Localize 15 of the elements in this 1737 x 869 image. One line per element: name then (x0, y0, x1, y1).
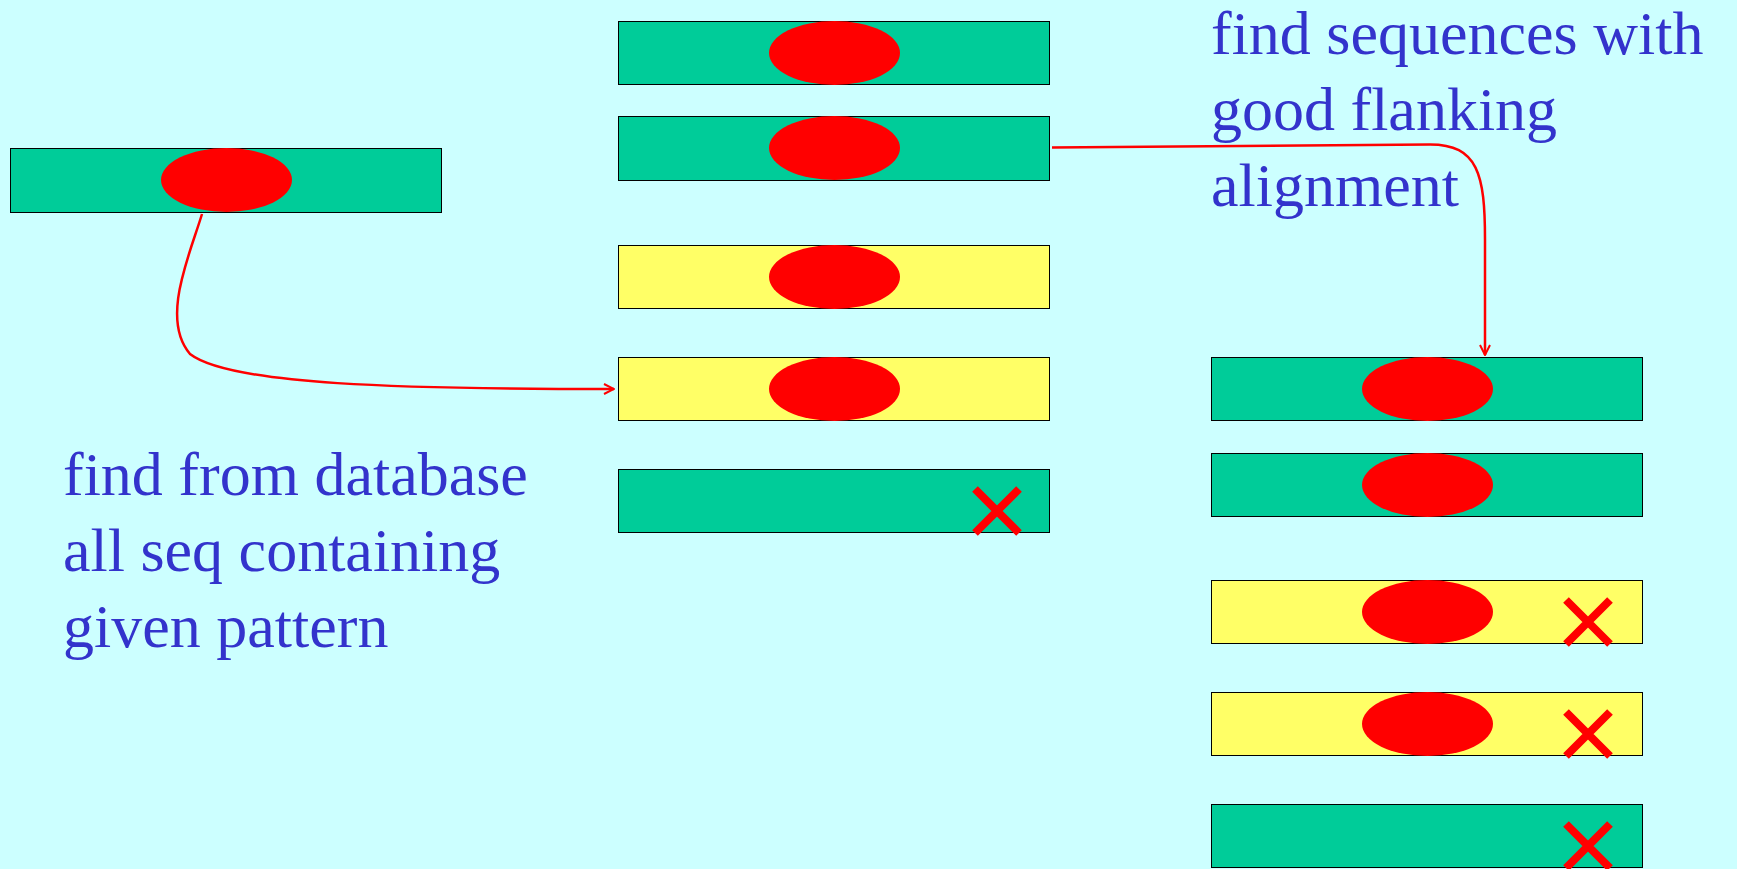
arrow (175, 213, 615, 395)
sequence-bar (10, 148, 442, 213)
sequence-bar (1211, 357, 1643, 421)
note-text: find from database all seq containing given pattern (63, 439, 529, 662)
sequence-bar (618, 469, 1050, 533)
sequence-bar (618, 357, 1050, 421)
sequence-bar (618, 245, 1050, 309)
arrow (1052, 143, 1491, 356)
sequence-bar (618, 21, 1050, 85)
sequence-bar (1211, 580, 1643, 644)
sequence-bar (1211, 453, 1643, 517)
sequence-bar (1211, 692, 1643, 756)
sequence-bar (1211, 804, 1643, 868)
sequence-bar (618, 116, 1050, 181)
note-text: find sequences with good flanking alignment (1211, 0, 1705, 221)
